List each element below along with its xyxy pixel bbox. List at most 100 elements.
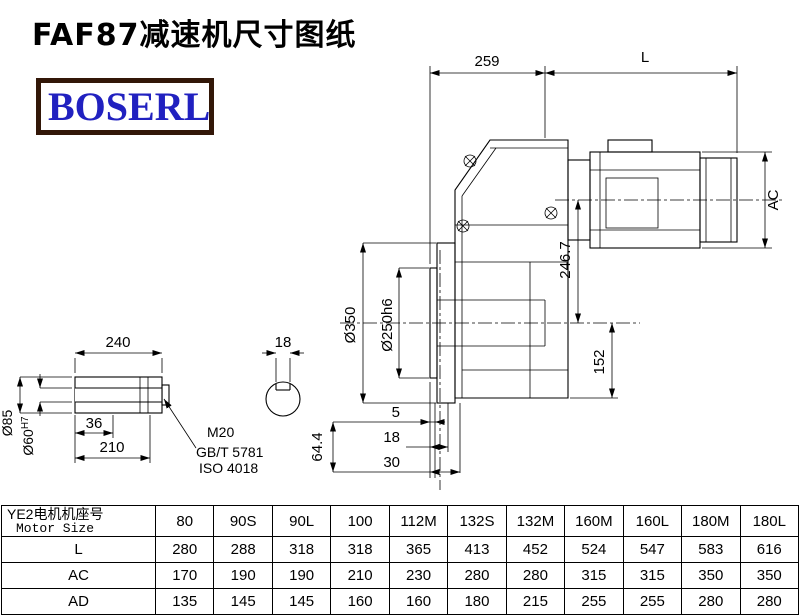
dim-350-label: Ø350 [342,307,359,344]
dim-L-label: L [641,49,649,66]
table-cell: 190 [213,562,273,589]
table-header-cell: 80 [154,505,215,537]
dimension-85: Ø85 [0,376,72,437]
table-cell: 280 [154,536,215,563]
thread-label: M20 [207,424,234,440]
gearbox-housing [429,139,569,478]
table-header-cell: 100 [330,505,390,537]
dimension-240: 240 [74,334,163,373]
dim-AC-label: AC [765,189,782,210]
table-cell: 318 [330,536,390,563]
table-cell: 547 [622,536,683,563]
dimension-60H7: Ø60H7 [20,374,72,456]
dimension-spigot-250h6: Ø250h6 [379,267,429,379]
dimension-AC: AC [702,151,782,249]
dim-60-tolerance: H7 [20,416,31,429]
table-cell: 180 [447,588,507,615]
boserl-logo-text: BOSERL [48,83,211,129]
table-header-cell: 160M [564,505,624,537]
table-cell: 170 [154,562,215,589]
table-header-cell: 132S [447,505,507,537]
dim-5-label: 5 [392,404,400,421]
row-label: L [1,536,156,563]
table-row-AC: AC 170 190 190 210 230 280 280 315 315 3… [1,562,800,589]
table-cell: 280 [681,588,741,615]
dim-250h6-label: Ø250h6 [379,298,396,351]
dim-36-label: 36 [86,415,103,432]
technical-drawing: 259 L AC Ø350 Ø250h6 246.7 152 [0,49,782,490]
table-cell: 315 [622,562,683,589]
dim-60-value: Ø60 [20,429,36,456]
table-header-cell: 160L [622,505,683,537]
table-header-cell: 132M [505,505,566,537]
table-header-cell: 180M [681,505,741,537]
table-cell: 255 [622,588,683,615]
dimension-5: 5 [333,404,445,425]
dim-18-bottom-label: 18 [383,429,400,446]
table-cell: 210 [330,562,390,589]
dimension-flange-350: Ø350 [342,242,436,404]
boserl-logo: BOSERL [36,78,214,135]
row-label: AC [1,562,156,589]
table-cell: 230 [388,562,449,589]
table-cell: 135 [154,588,215,615]
dim-259-label: 259 [474,53,499,70]
dim-246-7-label: 246.7 [557,241,574,279]
table-cell: 583 [681,536,741,563]
dimension-30: 30 [333,454,460,475]
header-cn: YE2电机机座号 [7,505,104,522]
dim-30-label: 30 [383,454,400,471]
dim-85-label: Ø85 [0,410,15,437]
table-cell: 288 [213,536,273,563]
dimension-259: 259 [429,53,546,264]
table-cell: 280 [739,588,800,615]
table-cell: 350 [681,562,741,589]
table-header-row: YE2电机机座号 Motor Size 80 90S 90L 100 112M … [1,505,800,537]
table-header-cell: 180L [739,505,800,537]
dim-60H7-label: Ø60H7 [20,416,36,456]
table-cell: 255 [564,588,624,615]
dimension-18-bottom: 18 [383,429,448,450]
bolt-symbol-icon [544,206,558,220]
table-cell: 280 [505,562,566,589]
table-row-AD: AD 135 145 145 160 160 180 215 255 255 2… [1,588,800,615]
standard-gbt-label: GB/T 5781 [196,444,264,460]
dimension-152: 152 [570,323,618,399]
shaft-detail [74,376,170,414]
centerlines [340,199,782,490]
dim-210-label: 210 [99,439,124,456]
dim-240-label: 240 [105,334,130,351]
page-title: FAF87减速机尺寸图纸 [32,18,357,53]
bolt-symbol-icon [456,219,470,233]
dim-152-label: 152 [591,349,608,374]
table-row-L: L 280 288 318 318 365 413 452 524 547 58… [1,536,800,563]
dimension-64-4: 64.4 [309,422,336,472]
table-header-cell: 112M [388,505,449,537]
table-header-cell: 90S [213,505,273,537]
table-cell: 616 [739,536,800,563]
table-cell: 524 [564,536,624,563]
keyway-section [265,381,301,417]
table-cell: 280 [447,562,507,589]
dimension-246-7: 246.7 [557,200,581,323]
table-cell: 145 [271,588,332,615]
table-cell: 145 [213,588,273,615]
table-cell: 190 [271,562,332,589]
table-cell: 160 [330,588,390,615]
table-header-cell: 90L [271,505,332,537]
table-cell: 413 [447,536,507,563]
standard-iso-label: ISO 4018 [199,460,258,476]
dim-64-4-label: 64.4 [309,432,326,461]
dimension-210: 210 [75,415,151,463]
dimension-table: YE2电机机座号 Motor Size 80 90S 90L 100 112M … [1,505,800,615]
table-cell: 315 [564,562,624,589]
dim-18-key-label: 18 [275,334,292,351]
motor [567,139,738,249]
row-label: AD [1,588,156,615]
table-cell: 160 [388,588,449,615]
dimension-18-key: 18 [262,334,304,382]
table-cell: 215 [505,588,566,615]
thread-callout: M20 GB/T 5781 ISO 4018 [163,398,264,476]
table-cell: 365 [388,536,449,563]
table-cell: 452 [505,536,566,563]
